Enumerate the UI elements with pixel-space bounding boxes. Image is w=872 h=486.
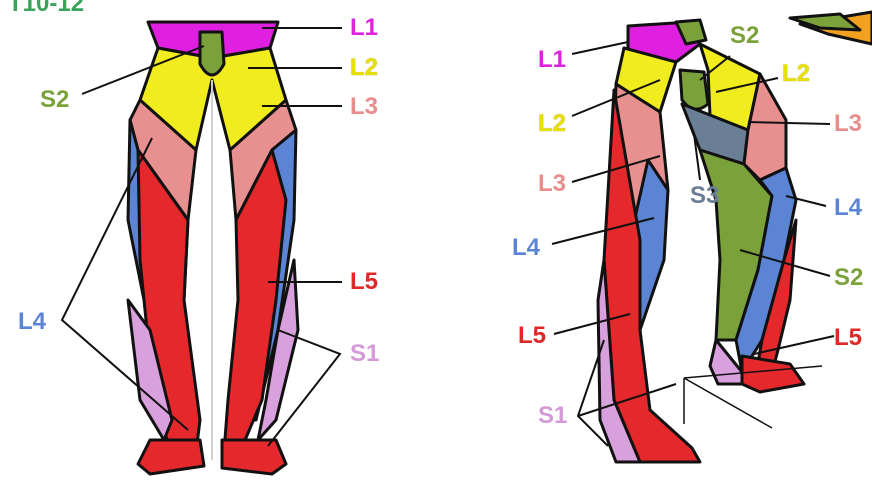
- cutoff-label: T10-12: [8, 0, 84, 16]
- front-view-legs: [128, 22, 298, 474]
- front-left-foot: [138, 440, 204, 474]
- side-label-l3-right: L3: [834, 112, 862, 136]
- side-label-l2-left: L2: [538, 112, 566, 136]
- side-label-l1: L1: [538, 48, 566, 72]
- front-label-s2: S2: [40, 88, 69, 112]
- front-s2-genital: [200, 32, 224, 75]
- side-label-s1: S1: [538, 404, 567, 428]
- side-label-l4-right: L4: [834, 196, 862, 220]
- side-label-l5-left: L5: [518, 324, 546, 348]
- side-label-s2-right: S2: [834, 266, 863, 290]
- side-label-s2: S2: [730, 24, 759, 48]
- side-label-l2-right: L2: [782, 62, 810, 86]
- front-label-l5: L5: [350, 270, 378, 294]
- front-right-foot: [222, 440, 286, 474]
- front-label-l4: L4: [18, 310, 46, 334]
- side-right-foot: [742, 356, 804, 392]
- front-label-l2: L2: [350, 56, 378, 80]
- front-label-l1: L1: [350, 16, 378, 40]
- side-label-s3: S3: [690, 184, 719, 208]
- front-label-l3: L3: [350, 95, 378, 119]
- side-label-l4-left: L4: [512, 236, 540, 260]
- side-view-legs: [598, 12, 872, 462]
- side-label-l3-left: L3: [538, 172, 566, 196]
- side-label-l5-right: L5: [834, 326, 862, 350]
- front-label-s1: S1: [350, 342, 379, 366]
